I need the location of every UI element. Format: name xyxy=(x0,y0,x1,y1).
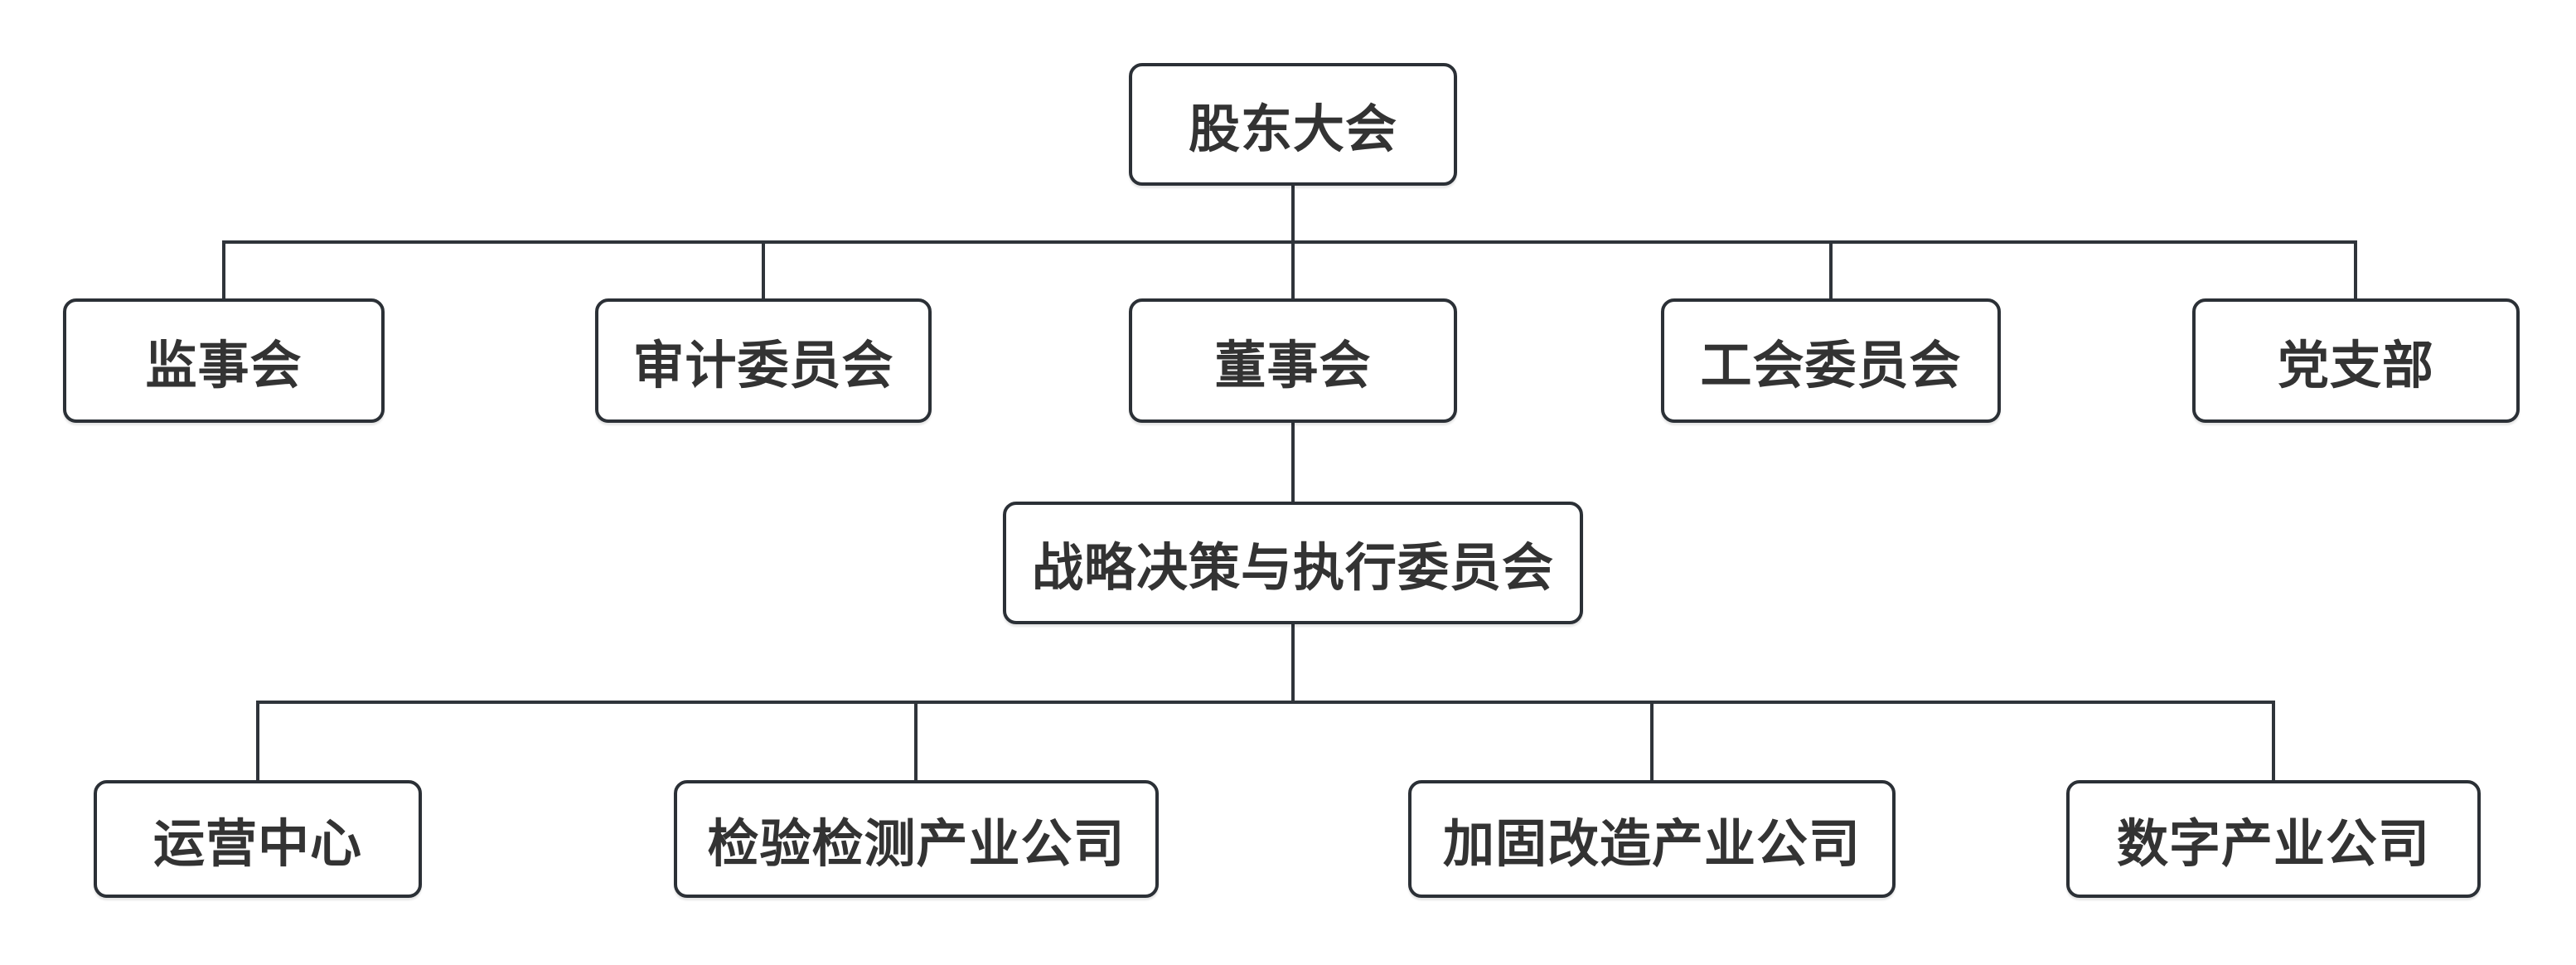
connector-drop-party xyxy=(2354,240,2357,300)
node-label: 战略决策与执行委员会 xyxy=(1031,540,1554,597)
node-label: 工会委员会 xyxy=(1700,337,1962,395)
connector-level2-bus xyxy=(222,240,2357,244)
node-label: 运营中心 xyxy=(153,816,362,873)
connector-drop-union xyxy=(1829,240,1833,300)
connector-drop-digital xyxy=(2272,701,2275,782)
node-label: 党支部 xyxy=(2277,337,2434,395)
node-inspection-testing-company: 检验检测产业公司 xyxy=(674,780,1159,898)
connector-strategy-stem xyxy=(1291,623,1295,702)
node-label: 董事会 xyxy=(1214,337,1372,395)
node-label: 加固改造产业公司 xyxy=(1442,816,1861,873)
node-label: 监事会 xyxy=(145,337,303,395)
connector-drop-inspection xyxy=(914,701,918,782)
node-operations-center: 运营中心 xyxy=(94,780,422,898)
node-audit-committee: 审计委员会 xyxy=(595,298,932,423)
connector-drop-board xyxy=(1291,240,1295,300)
connector-drop-audit xyxy=(762,240,765,300)
node-label: 审计委员会 xyxy=(632,337,894,395)
node-shareholders-meeting: 股东大会 xyxy=(1129,63,1457,186)
node-reinforcement-renovation-company: 加固改造产业公司 xyxy=(1408,780,1896,898)
node-digital-industry-company: 数字产业公司 xyxy=(2066,780,2481,898)
node-label: 数字产业公司 xyxy=(2116,816,2430,873)
node-union-committee: 工会委员会 xyxy=(1661,298,2001,423)
node-party-branch: 党支部 xyxy=(2192,298,2520,423)
node-strategy-committee: 战略决策与执行委员会 xyxy=(1003,502,1583,624)
connector-drop-supervisors xyxy=(222,240,225,300)
node-label: 检验检测产业公司 xyxy=(707,816,1126,873)
connector-drop-operations xyxy=(256,701,259,782)
node-supervisory-board: 监事会 xyxy=(63,298,385,423)
connector-level4-bus xyxy=(256,701,2275,704)
node-label: 股东大会 xyxy=(1188,101,1397,158)
node-board-of-directors: 董事会 xyxy=(1129,298,1457,423)
connector-board-to-strategy xyxy=(1291,421,1295,504)
connector-root-stem xyxy=(1291,184,1295,242)
connector-drop-reinforcement xyxy=(1650,701,1654,782)
